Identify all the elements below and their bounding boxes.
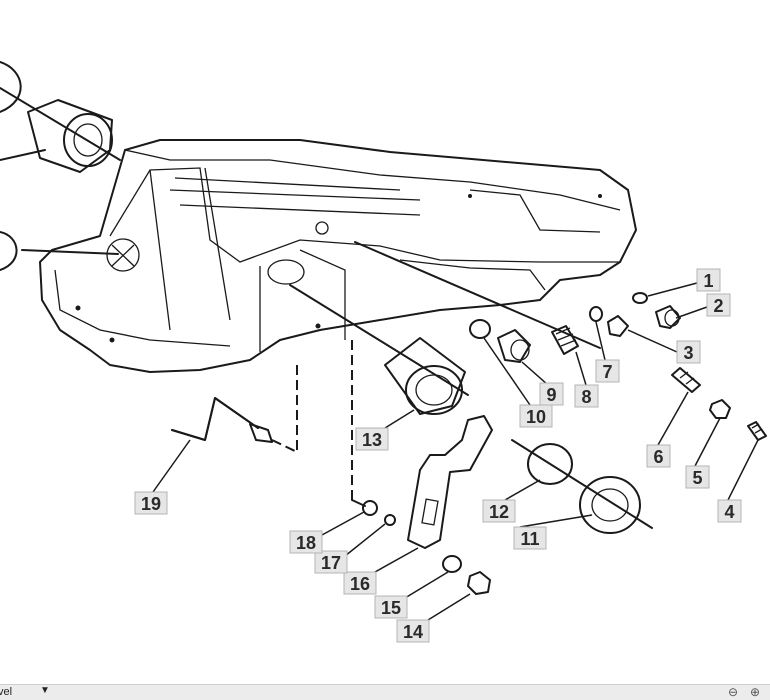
status-bar: vel ▼ ⊖ ⊕ (0, 684, 770, 700)
spring-part-8 (551, 325, 579, 355)
svg-text:14: 14 (403, 622, 423, 642)
parts-exploded-diagram: 1 2 3 4 5 6 7 8 9 10 11 12 13 14 15 16 1… (0, 61, 767, 643)
svg-text:4: 4 (724, 502, 734, 522)
svg-text:15: 15 (381, 598, 401, 618)
bearing-part-11 (579, 476, 641, 534)
plug-part-9 (497, 329, 531, 363)
cap-part-2 (655, 305, 681, 329)
washer-part-15 (442, 555, 462, 573)
caret-down-icon[interactable]: ▼ (40, 685, 50, 696)
svg-text:11: 11 (520, 529, 539, 549)
callout-10: 10 (519, 404, 553, 428)
svg-text:18: 18 (296, 533, 316, 553)
callout-19: 19 (134, 491, 168, 515)
callout-15: 15 (374, 595, 408, 619)
leader-lines (152, 282, 759, 621)
washer-part-17 (384, 514, 396, 526)
svg-text:8: 8 (581, 387, 591, 407)
callout-3: 3 (676, 340, 701, 364)
callout-4: 4 (717, 499, 742, 523)
callout-14: 14 (396, 619, 430, 643)
bushing-part-18 (362, 500, 378, 516)
callout-8: 8 (574, 384, 599, 408)
svg-text:17: 17 (321, 553, 341, 573)
seal-part-12 (527, 443, 573, 485)
ring-part-7 (589, 306, 603, 322)
svg-text:9: 9 (546, 385, 556, 405)
zoom-in-icon[interactable]: ⊕ (750, 685, 761, 699)
crank-part-19 (171, 397, 298, 453)
left-bushing-assembly (0, 61, 121, 271)
svg-text:6: 6 (653, 447, 663, 467)
washer-part-1 (632, 292, 648, 304)
nut-part-5 (709, 399, 731, 419)
callout-17: 17 (314, 550, 348, 574)
svg-text:12: 12 (489, 502, 509, 522)
callout-9: 9 (539, 382, 564, 406)
level-label: vel (0, 686, 13, 698)
callout-18: 18 (289, 530, 323, 554)
nut-part-14 (467, 571, 491, 595)
callout-5: 5 (685, 465, 710, 489)
set-screw-part-4 (747, 421, 767, 441)
callout-12: 12 (482, 499, 516, 523)
ring-part-10 (469, 319, 491, 339)
svg-text:5: 5 (692, 468, 702, 488)
svg-text:10: 10 (526, 407, 546, 427)
callout-1: 1 (696, 268, 721, 292)
pin-part-6 (671, 367, 701, 393)
lever-part-16 (407, 415, 493, 549)
svg-text:19: 19 (141, 494, 161, 514)
svg-text:7: 7 (602, 362, 612, 382)
svg-text:2: 2 (713, 296, 723, 316)
callout-13: 13 (355, 427, 389, 451)
bushing-part-13 (384, 337, 466, 415)
callout-7: 7 (595, 359, 620, 383)
gear-housing (39, 139, 637, 373)
svg-text:13: 13 (362, 430, 382, 450)
callout-11: 11 (513, 526, 547, 550)
svg-text:16: 16 (350, 574, 370, 594)
callout-2: 2 (706, 293, 731, 317)
zoom-out-icon[interactable]: ⊖ (728, 685, 739, 699)
callout-16: 16 (343, 571, 377, 595)
svg-text:3: 3 (683, 343, 693, 363)
svg-text:1: 1 (703, 271, 713, 291)
callout-6: 6 (646, 444, 671, 468)
plug-part-3 (607, 315, 629, 337)
